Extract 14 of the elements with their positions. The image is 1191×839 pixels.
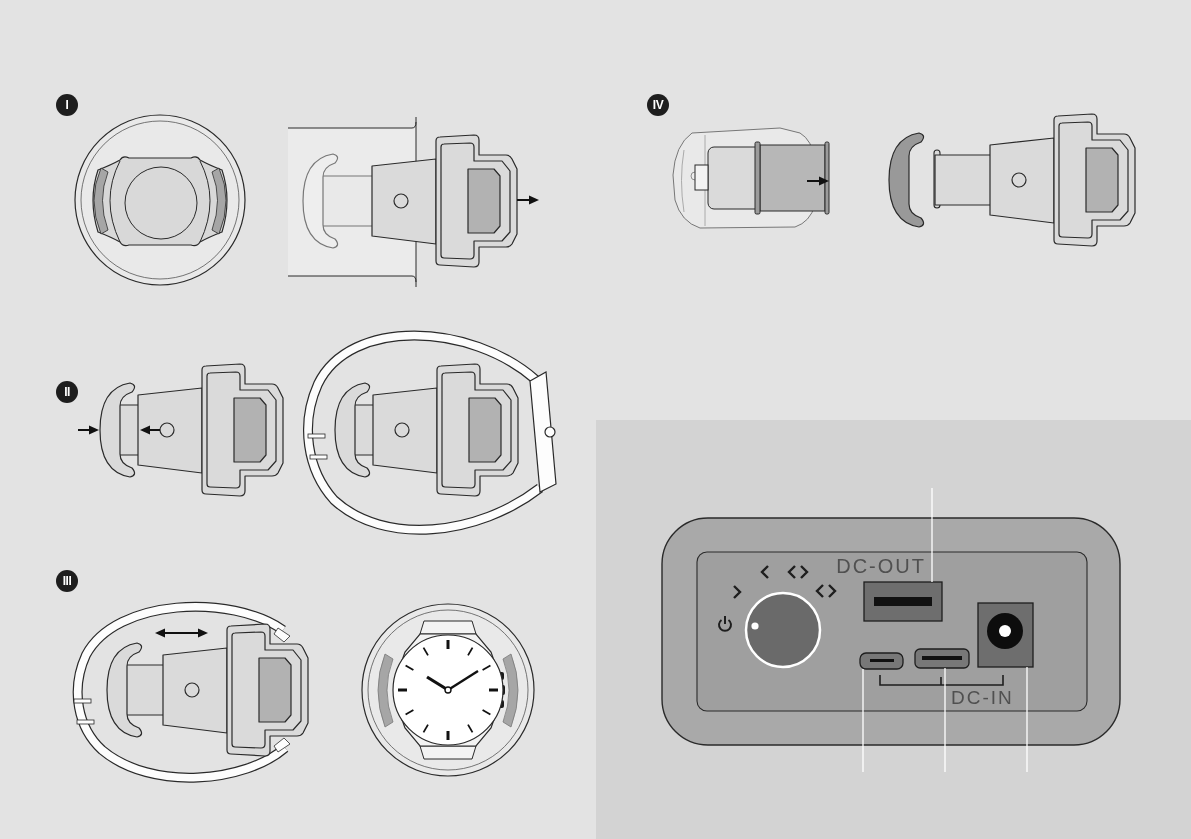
micro-usb-port [859,652,904,670]
step-number: II [56,381,78,403]
step-number: I [56,94,78,116]
usb-c-port [914,648,970,669]
step-number: IV [647,94,669,116]
port-label: DC-IN [951,687,1014,709]
usb-port [863,581,943,622]
port-label: DC-OUT [836,555,926,577]
leader-line [944,667,946,773]
dc-power-jack [977,602,1034,668]
leader-line [862,668,864,773]
leader-line [931,487,933,583]
leader-line [1026,666,1028,773]
step-number: III [56,570,78,592]
